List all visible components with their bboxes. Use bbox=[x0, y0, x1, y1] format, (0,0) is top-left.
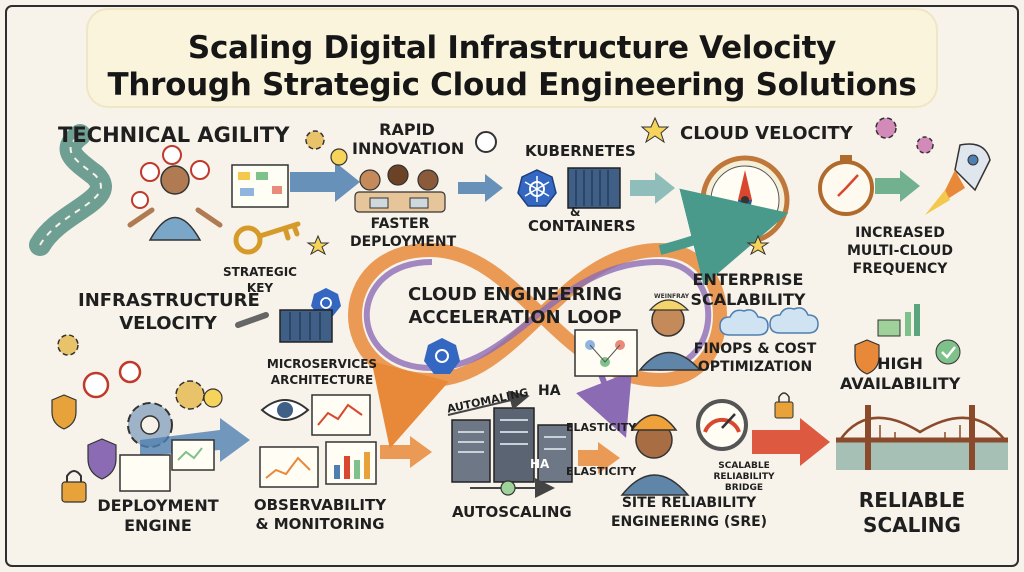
team-icon bbox=[354, 164, 446, 213]
label-increased-1: INCREASED bbox=[855, 225, 945, 241]
shield-icon bbox=[854, 339, 880, 375]
gauge-icon bbox=[696, 399, 748, 451]
money-icon bbox=[877, 304, 920, 337]
cap-text: WEINFRAY bbox=[654, 293, 690, 300]
star-icon bbox=[306, 116, 770, 256]
title-banner bbox=[86, 8, 938, 108]
label-ha-top: HA bbox=[538, 383, 561, 399]
label-increased-3: FREQUENCY bbox=[852, 261, 948, 277]
label-deployment-engine-2: ENGINE bbox=[124, 516, 192, 535]
label-autoscaling: AUTOSCALING bbox=[452, 503, 572, 521]
label-observability-1: OBSERVABILITY bbox=[253, 496, 387, 514]
label-sre-2: ENGINEERING (SRE) bbox=[610, 514, 768, 530]
label-kubernetes: KUBERNETES bbox=[525, 142, 636, 160]
frame-border bbox=[5, 5, 1019, 567]
kubernetes-icon bbox=[424, 338, 460, 374]
label-rapid-innovation-2: INNOVATION bbox=[352, 139, 465, 158]
arrow-icon bbox=[875, 170, 920, 202]
label-infrastructure-2: VELOCITY bbox=[119, 313, 217, 334]
kubernetes-icon bbox=[311, 288, 341, 316]
arrow-icon bbox=[578, 442, 620, 474]
label-finops-1: FINOPS & COST bbox=[693, 341, 817, 357]
stopwatch-icon bbox=[818, 155, 874, 216]
label-elasticity-2: ELASTICITY bbox=[566, 465, 637, 478]
monitor-icon bbox=[259, 394, 377, 488]
bridge-icon bbox=[836, 405, 1008, 470]
lightbulb-icon bbox=[203, 148, 348, 408]
diagram-board-icon bbox=[574, 329, 638, 377]
title-line-2: Through Strategic Cloud Engineering Solu… bbox=[107, 67, 917, 103]
label-faster-deployment-1: FASTER bbox=[370, 216, 430, 232]
label-scalable-1: SCALABLE bbox=[718, 461, 770, 471]
checkmark-icon bbox=[935, 339, 961, 365]
container-icon bbox=[567, 167, 621, 209]
label-rapid-innovation-1: RAPID bbox=[379, 120, 435, 139]
autoscale-icon bbox=[500, 480, 516, 496]
label-microservices-2: ARCHITECTURE bbox=[270, 373, 374, 387]
gear-icon bbox=[57, 117, 934, 448]
label-strategic-key-2: KEY bbox=[246, 281, 274, 295]
engineer-icon bbox=[638, 299, 702, 371]
label-loop-2: ACCELERATION LOOP bbox=[408, 307, 622, 328]
server-icon bbox=[451, 407, 573, 483]
arrow-icon bbox=[458, 174, 503, 202]
label-ha-mid: HA bbox=[530, 457, 550, 471]
cloud-icon bbox=[719, 307, 819, 336]
wrench-icon bbox=[235, 312, 269, 328]
arrow-icon bbox=[290, 162, 360, 202]
label-amp: & bbox=[570, 205, 581, 219]
label-deployment-engine-1: DEPLOYMENT bbox=[97, 496, 219, 515]
key-icon bbox=[233, 221, 301, 255]
label-sre-1: SITE RELIABILITY bbox=[621, 495, 757, 511]
board-icon bbox=[231, 164, 289, 208]
label-scalable-2: RELIABILITY bbox=[713, 472, 775, 482]
label-cloud-velocity: CLOUD VELOCITY bbox=[680, 123, 853, 144]
label-loop-1: CLOUD ENGINEERING bbox=[407, 284, 623, 305]
label-high-1: HIGH bbox=[877, 354, 923, 373]
label-infrastructure-1: INFRASTRUCTURE bbox=[78, 290, 260, 311]
lock-icon bbox=[61, 470, 87, 503]
label-finops-2: OPTIMIZATION bbox=[697, 359, 813, 375]
container-icon bbox=[279, 309, 333, 343]
arrow-icon bbox=[752, 418, 830, 466]
label-technical-agility: TECHNICAL AGILITY bbox=[58, 123, 290, 147]
label-observability-2: & MONITORING bbox=[255, 515, 385, 533]
rocket-icon bbox=[925, 143, 991, 215]
label-strategic-key-1: STRATEGIC bbox=[223, 265, 297, 279]
label-enterprise-2: SCALABILITY bbox=[690, 290, 806, 309]
lock-icon bbox=[774, 392, 794, 419]
label-high-2: AVAILABILITY bbox=[840, 374, 961, 393]
kubernetes-icon bbox=[517, 169, 557, 207]
label-faster-deployment-2: DEPLOYMENT bbox=[350, 234, 457, 250]
label-enterprise-1: ENTERPRISE bbox=[692, 270, 804, 289]
eye-icon bbox=[260, 399, 310, 421]
label-containers: CONTAINERS bbox=[528, 217, 636, 235]
title-line-1: Scaling Digital Infrastructure Velocity bbox=[187, 30, 837, 66]
label-scalable-3: BRIDGE bbox=[724, 483, 764, 493]
label-increased-2: MULTI-CLOUD bbox=[846, 243, 954, 259]
label-reliable-2: SCALING bbox=[863, 513, 961, 537]
person-icon bbox=[127, 165, 223, 241]
screen-icon bbox=[119, 439, 215, 492]
clock-icon bbox=[82, 131, 497, 399]
shield-icon bbox=[51, 394, 117, 480]
arrow-icon bbox=[630, 172, 675, 204]
label-elasticity-1: ELASTICITY bbox=[566, 421, 637, 434]
stopwatch-icon bbox=[131, 145, 210, 209]
sre-worker-icon bbox=[620, 414, 690, 496]
label-microservices-1: MICROSERVICES bbox=[266, 357, 378, 371]
arrow-icon bbox=[380, 436, 432, 468]
label-reliable-1: RELIABLE bbox=[858, 488, 966, 512]
